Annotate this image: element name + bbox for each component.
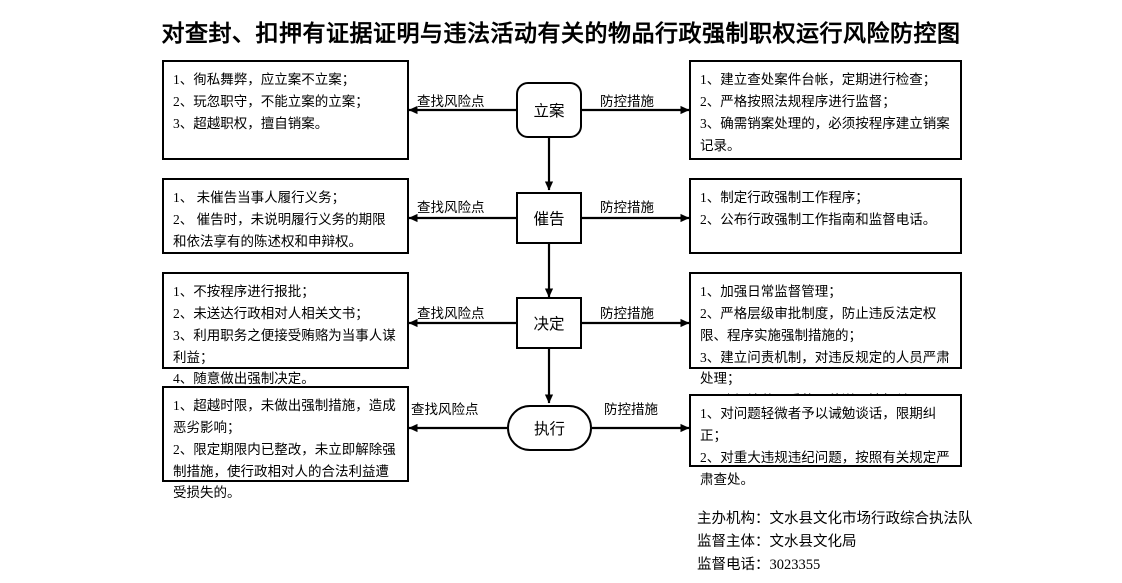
measure-item: 1、对问题轻微者予以诫勉谈话，限期纠正； bbox=[700, 406, 937, 443]
footer-supervisor: 监督主体：文水县文化局 bbox=[697, 533, 857, 550]
measure-box-row-3: 1、加强日常监督管理； 2、严格层级审批制度，防止违反法定权限、程序实施强制措施… bbox=[689, 272, 962, 408]
risk-item: 4、随意做出强制决定。 bbox=[173, 371, 315, 387]
measure-item: 1、建立查处案件台帐，定期进行检查； bbox=[700, 72, 937, 87]
measure-item: 3、确需销案处理的，必须按程序建立销案记录。 bbox=[700, 115, 950, 153]
risk-box-row-1: 1、徇私舞弊，应立案不立案； 2、玩忽职守，不能立案的立案； 3、超越职权，擅自… bbox=[162, 60, 409, 160]
risk-item: 2、限定期限内已整改，未立即解除强制措施，使行政相对人的合法利益遭受损失的。 bbox=[173, 441, 396, 501]
risk-box-row-3: 1、不按程序进行报批； 2、未送达行政相对人相关文书； 3、利用职务之便接受贿赂… bbox=[162, 272, 409, 386]
measure-box-row-4: 1、对问题轻微者予以诫勉谈话，限期纠正； 2、对重大违规违纪问题，按照有关规定严… bbox=[689, 394, 962, 487]
measure-item: 2、公布行政强制工作指南和监督电话。 bbox=[700, 211, 937, 227]
process-node-label: 催告 bbox=[533, 211, 565, 228]
process-node-1[interactable]: 立案 bbox=[516, 82, 582, 138]
measure-item: 2、对重大违规违纪问题，按照有关规定严肃查处。 bbox=[700, 449, 950, 487]
risk-box-row-2: 1、 未催告当事人履行义务； 2、 催告时，未说明履行义务的期限和依法享有的陈述… bbox=[162, 178, 409, 254]
connector-label-right-3: 防控措施 bbox=[600, 306, 654, 321]
connector-label-right-2: 防控措施 bbox=[600, 200, 654, 215]
measure-item: 2、严格层级审批制度，防止违反法定权限、程序实施强制措施的； bbox=[700, 305, 937, 343]
risk-item: 2、玩忽职守，不能立案的立案； bbox=[173, 93, 369, 109]
process-node-label: 执行 bbox=[533, 421, 565, 438]
measure-box-row-2: 1、制定行政强制工作程序； 2、公布行政强制工作指南和监督电话。 bbox=[689, 178, 962, 254]
connector-label-right-4: 防控措施 bbox=[604, 402, 658, 417]
risk-box-row-4: 1、超越时限，未做出强制措施，造成恶劣影响； 2、限定期限内已整改，未立即解除强… bbox=[162, 386, 409, 500]
process-node-4[interactable]: 执行 bbox=[507, 405, 592, 451]
measure-item: 1、制定行政强制工作程序； bbox=[700, 190, 869, 205]
process-node-label: 决定 bbox=[533, 316, 565, 333]
connector-label-right-1: 防控措施 bbox=[600, 94, 654, 109]
risk-item: 1、不按程序进行报批； bbox=[173, 284, 315, 299]
process-node-2[interactable]: 催告 bbox=[516, 192, 582, 244]
measure-item: 3、建立问责机制，对违反规定的人员严肃处理； bbox=[700, 349, 950, 387]
risk-item: 1、超越时限，未做出强制措施，造成恶劣影响； bbox=[173, 398, 396, 435]
connector-label-left-1: 查找风险点 bbox=[417, 94, 485, 109]
risk-item: 1、徇私舞弊，应立案不立案； bbox=[173, 72, 356, 87]
measure-box-row-1: 1、建立查处案件台帐，定期进行检查； 2、严格按照法规程序进行监督； 3、确需销… bbox=[689, 60, 962, 160]
footer-phone: 监督电话：3023355 bbox=[697, 556, 821, 573]
process-node-3[interactable]: 决定 bbox=[516, 297, 582, 349]
measure-item: 1、加强日常监督管理； bbox=[700, 284, 842, 299]
connector-label-left-3: 查找风险点 bbox=[417, 306, 485, 321]
risk-item: 3、超越职权，擅自销案。 bbox=[173, 115, 329, 131]
risk-item: 2、 催告时，未说明履行义务的期限和依法享有的陈述权和申辩权。 bbox=[173, 211, 386, 249]
page-title: 对查封、扣押有证据证明与违法活动有关的物品行政强制职权运行风险防控图 bbox=[161, 21, 961, 46]
footer-info: 主办机构：文水县文化市场行政综合执法队 监督主体：文水县文化局 监督电话：302… bbox=[697, 508, 973, 577]
risk-item: 3、利用职务之便接受贿赂为当事人谋利益； bbox=[173, 327, 396, 365]
risk-item: 1、 未催告当事人履行义务； bbox=[173, 190, 346, 205]
footer-organizer: 主办机构：文水县文化市场行政综合执法队 bbox=[697, 511, 973, 527]
connector-label-left-4: 查找风险点 bbox=[411, 402, 479, 417]
risk-item: 2、未送达行政相对人相关文书； bbox=[173, 305, 369, 321]
process-node-label: 立案 bbox=[533, 103, 565, 120]
measure-item: 2、严格按照法规程序进行监督； bbox=[700, 93, 896, 109]
connector-label-left-2: 查找风险点 bbox=[417, 200, 485, 215]
